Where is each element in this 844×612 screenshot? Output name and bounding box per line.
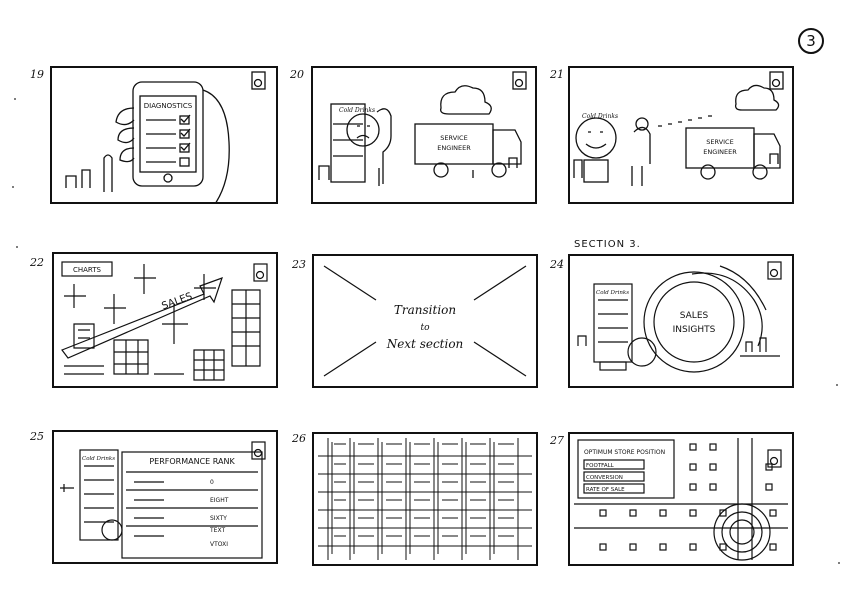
storyboard-panel-23: Transition to Next section	[312, 254, 538, 388]
margin-speck	[16, 246, 18, 248]
page-number: 3	[798, 28, 824, 54]
panel-sketch	[318, 438, 532, 560]
rank-value: EIGHT	[210, 497, 229, 504]
storyboard-panel-20: Cold Drinks SERVICE ENGINEER	[311, 66, 537, 204]
margin-speck	[12, 186, 14, 188]
storyboard-panel-19: DIAGNOSTICS	[50, 66, 278, 204]
cold-drinks-sign: Cold Drinks	[82, 456, 115, 462]
margin-speck	[838, 562, 840, 564]
section-heading: SECTION 3.	[574, 239, 641, 250]
storyboard-panel-21: Cold Drinks SERVICE ENGINEER	[568, 66, 794, 204]
cold-drinks-sign: Cold Drinks	[596, 290, 629, 296]
metric-footfall: FOOTFALL	[586, 463, 615, 469]
panel-sketch: OPTIMUM STORE POSITION FOOTFALL CONVERSI…	[574, 438, 788, 561]
panel-number-23: 23	[292, 258, 306, 271]
storyboard-panel-25: Cold Drinks PERFORMANCE RANK 0 EIGHT SIX…	[52, 430, 278, 564]
rank-value: VTOXI	[210, 541, 228, 548]
storyboard-panel-26	[312, 432, 538, 566]
storyboard-panel-24: Cold Drinks SALES INSIGHTS	[568, 254, 794, 388]
panel-sketch: DIAGNOSTICS	[65, 71, 266, 202]
panel-sketch: Cold Drinks SERVICE ENGINEER	[573, 71, 784, 186]
storyboard-panel-22: CHARTS SALES	[52, 252, 278, 388]
cold-drinks-sign: Cold Drinks	[582, 113, 618, 120]
sales-insights-line-1: SALES	[680, 311, 709, 321]
metric-rate-of-sale: RATE OF SALE	[586, 487, 625, 493]
panel-number-20: 20	[290, 68, 304, 81]
panel-number-24: 24	[550, 258, 564, 271]
rank-value: SIXTY	[210, 515, 227, 522]
panel-19-title: DIAGNOSTICS	[144, 102, 193, 110]
panel-sketch: CHARTS SALES	[61, 261, 268, 381]
margin-speck	[14, 98, 16, 100]
transition-line-1: Transition	[394, 303, 456, 317]
van-label-engineer: ENGINEER	[703, 148, 737, 156]
panel-sketch: Cold Drinks SERVICE ENGINEER	[318, 71, 527, 186]
van-label-service: SERVICE	[706, 138, 733, 146]
optimum-store-position-title: OPTIMUM STORE POSITION	[584, 449, 665, 456]
transition-line-3: Next section	[386, 337, 464, 351]
panel-number-22: 22	[30, 256, 44, 269]
sales-insights-line-2: INSIGHTS	[673, 325, 716, 335]
van-label-service: SERVICE	[440, 134, 467, 142]
margin-speck	[836, 384, 838, 386]
metric-conversion: CONVERSION	[586, 475, 623, 481]
sales-arrow-label: SALES	[160, 291, 193, 312]
panel-sketch: Cold Drinks PERFORMANCE RANK 0 EIGHT SIX…	[60, 441, 266, 559]
panel-number-25: 25	[30, 430, 44, 443]
charts-label: CHARTS	[73, 266, 102, 274]
cold-drinks-sign: Cold Drinks	[339, 107, 375, 114]
van-label-engineer: ENGINEER	[437, 144, 471, 152]
storyboard-panel-27: OPTIMUM STORE POSITION FOOTFALL CONVERSI…	[568, 432, 794, 566]
panel-number-26: 26	[292, 432, 306, 445]
panel-number-27: 27	[550, 434, 564, 447]
rank-value: 0	[210, 479, 214, 486]
panel-number-19: 19	[30, 68, 44, 81]
performance-rank-title: PERFORMANCE RANK	[149, 457, 235, 466]
panel-sketch: Cold Drinks SALES INSIGHTS	[577, 261, 782, 373]
panel-number-21: 21	[550, 68, 564, 81]
panel-sketch: Transition to Next section	[323, 265, 527, 377]
transition-line-2: to	[420, 323, 430, 333]
rank-value: TEXT	[209, 527, 225, 534]
